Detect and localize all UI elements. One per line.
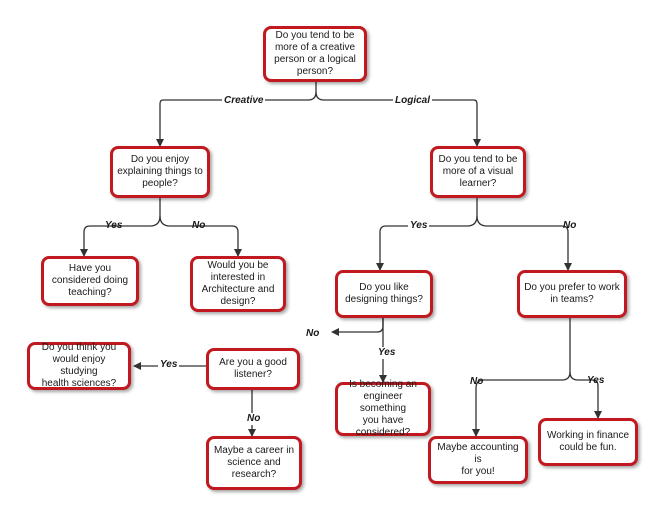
connector-designing-no (331, 318, 384, 336)
label-listener-yes: Yes (158, 359, 180, 371)
node-health-sciences: Do you think you would enjoy studying he… (27, 342, 131, 390)
label-designing-yes: Yes (376, 347, 398, 359)
node-good-listener: Are you a good listener? (206, 348, 300, 390)
node-science-research: Maybe a career in science and research? (206, 436, 302, 490)
label-explain-no: No (192, 220, 206, 231)
label-listener-no: No (245, 413, 263, 425)
node-engineer: Is becoming an engineer something you ha… (335, 379, 431, 438)
label-designing-no: No (306, 328, 320, 339)
node-creative-or-logical: Do you tend to be more of a creative per… (263, 26, 367, 82)
node-accounting: Maybe accounting is for you! (428, 436, 528, 484)
connector-root-logical (315, 91, 481, 147)
label-creative: Creative (222, 95, 266, 107)
connector-visual-no (476, 215, 572, 271)
connector-teams-no (472, 318, 571, 437)
label-teams-no: No (470, 376, 484, 387)
node-teaching: Have you considered doing teaching? (41, 256, 139, 306)
connector-root-creative (156, 82, 317, 147)
node-designing-things: Do you like designing things? (335, 270, 433, 318)
node-explaining-things: Do you enjoy explaining things to people… (110, 146, 210, 198)
label-visual-yes: Yes (408, 220, 430, 232)
node-visual-learner: Do you tend to be more of a visual learn… (430, 146, 526, 198)
connector-teams-yes (569, 371, 602, 419)
node-finance: Working in finance could be fun. (538, 418, 638, 466)
label-explain-yes: Yes (105, 220, 123, 231)
label-visual-no: No (563, 220, 577, 231)
label-logical: Logical (393, 95, 433, 107)
node-work-in-teams: Do you prefer to work in teams? (517, 270, 627, 318)
label-teams-yes: Yes (587, 375, 605, 386)
node-architecture: Would you be interested in Architecture … (190, 256, 286, 312)
connector-visual-yes (376, 198, 478, 271)
connector-explain-yes (80, 198, 161, 257)
connector-explain-no (159, 215, 242, 257)
